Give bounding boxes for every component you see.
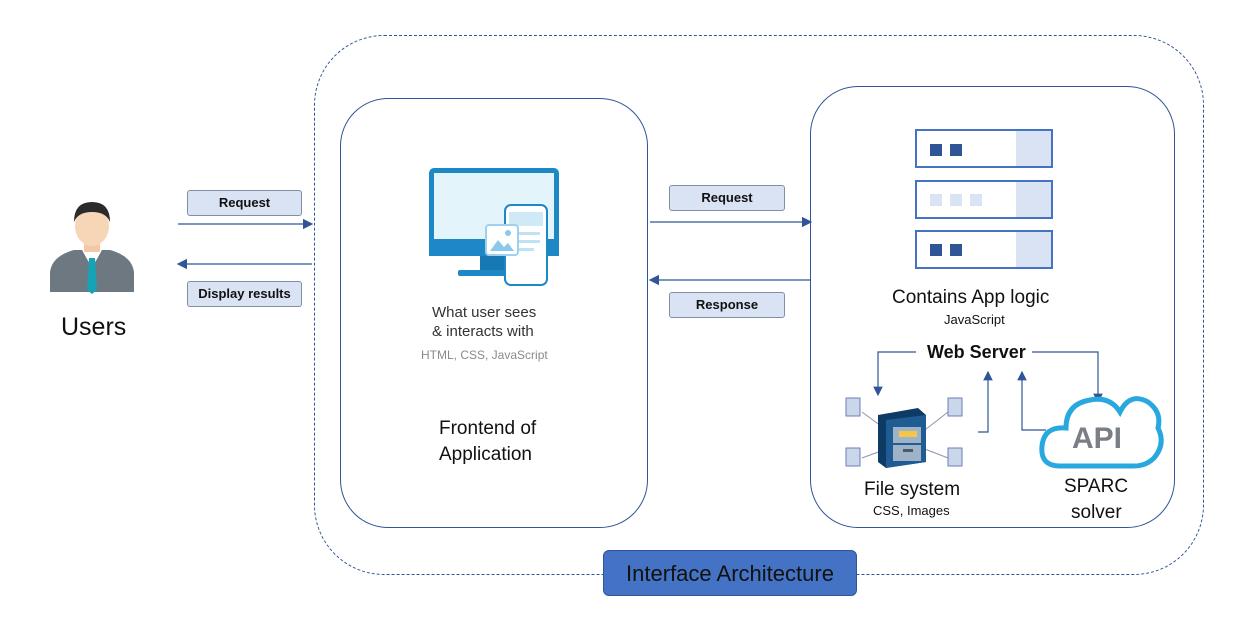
screen-caption-tech: HTML, CSS, JavaScript [421, 348, 548, 362]
solver-label-line2: solver [1071, 502, 1122, 523]
file-cabinet-icon [845, 397, 963, 468]
file-system-label: File system [864, 479, 961, 500]
server-stack-icon [915, 129, 1053, 269]
response-label: Response [669, 292, 785, 318]
app-logic-sub: JavaScript [944, 312, 1005, 327]
file-system-sub: CSS, Images [873, 503, 950, 518]
solver-label-line1: SPARC [1064, 476, 1129, 497]
frontend-panel [340, 98, 648, 528]
filesystem-to-server-arrow [978, 370, 993, 433]
app-logic-label: Contains App logic [892, 287, 1050, 308]
display-results-label: Display results [187, 281, 302, 307]
users-label: Users [61, 313, 127, 341]
backend-panel [810, 86, 1175, 528]
frontend-title-line2: Application [439, 444, 532, 465]
request-label-left: Request [187, 190, 302, 216]
request-label-mid: Request [669, 185, 785, 211]
interface-architecture-title: Interface Architecture [603, 550, 857, 596]
api-cloud-icon [1039, 396, 1164, 469]
frontend-title-line1: Frontend of [439, 418, 537, 439]
server-to-api-arrow [1032, 351, 1103, 404]
user-avatar-icon [50, 202, 134, 294]
api-label: API [1072, 422, 1123, 455]
monitor-phone-icon [429, 168, 559, 286]
web-server-label: Web Server [927, 342, 1026, 362]
screen-caption-line2: & interacts with [432, 323, 534, 340]
server-to-filesystem-arrow [873, 351, 916, 397]
api-to-server-arrow [1017, 370, 1046, 431]
screen-caption-line1: What user sees [432, 304, 537, 321]
